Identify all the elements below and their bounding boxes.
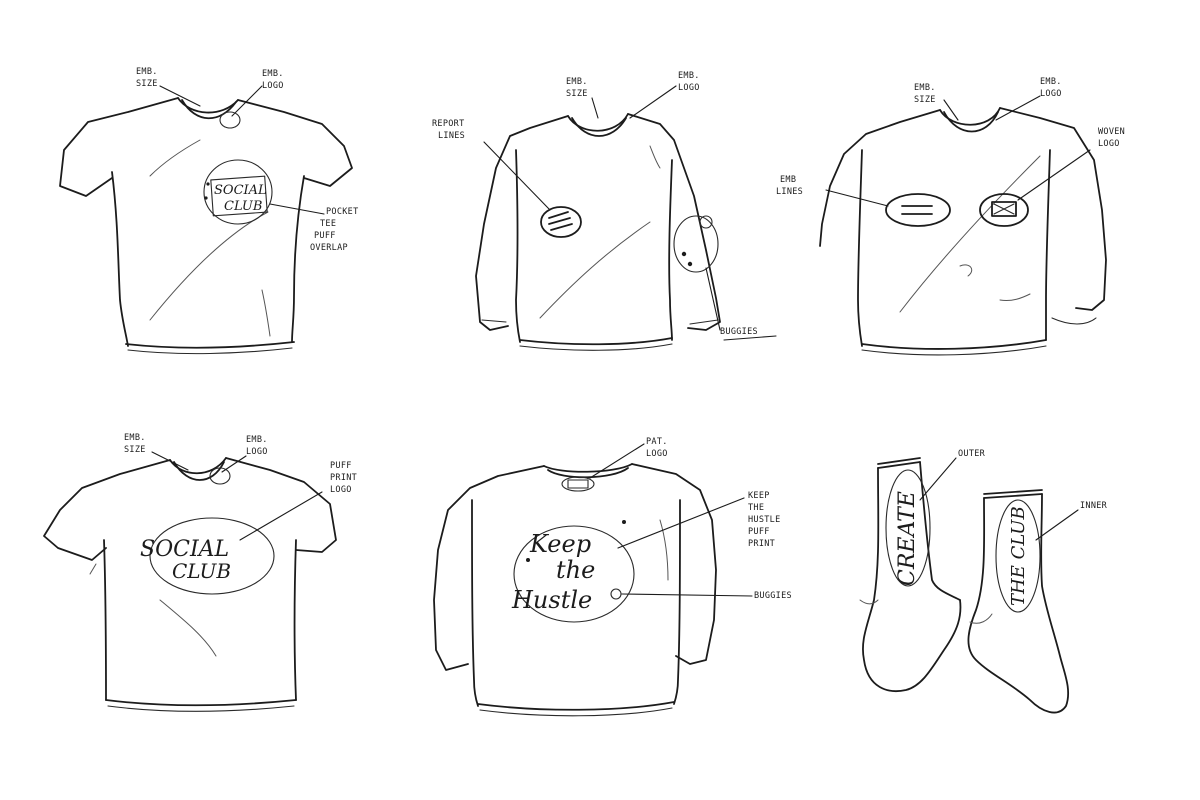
tee2-callout-emb-size-1: EMB. xyxy=(124,433,146,443)
tee1-callout-emb-size-2: SIZE xyxy=(136,79,158,89)
crew1-callout-emb-logo-1: EMB. xyxy=(1040,77,1062,87)
crew1-chest-prints xyxy=(886,194,1028,226)
crew1-callout-emb-lines-2: LINES xyxy=(776,187,803,197)
crew1-callout-emb-logo-2: LOGO xyxy=(1040,89,1062,99)
tee1-callout-pocket-3: PUFF xyxy=(314,231,336,241)
tee1-callout-pocket-2: TEE xyxy=(320,219,336,229)
ls1-callout-emb-size-1: EMB. xyxy=(566,77,588,87)
ls1-callout-emb-size-2: SIZE xyxy=(566,89,588,99)
crew2-callout-keep-2: THE xyxy=(748,503,764,513)
crew2-print-line3: Hustle xyxy=(511,586,592,614)
socks-print-right: THE CLUB xyxy=(1008,506,1029,606)
tee2-callout-emb-logo-1: EMB. xyxy=(246,435,268,445)
socks-print-left: CREATE xyxy=(895,491,920,586)
tee1-callout-emb-logo-2: LOGO xyxy=(262,81,284,91)
ls1-chest-print xyxy=(541,207,581,237)
tee2-callout-puff-print-3: LOGO xyxy=(330,485,352,495)
crew1-callout-woven-logo-1: WOVEN xyxy=(1098,127,1125,137)
ls1-callout-report-lines-2: LINES xyxy=(438,131,465,141)
sketch-tshirt-puff xyxy=(44,458,336,711)
tee1-callout-pocket-1: POCKET xyxy=(326,207,359,217)
crew2-chest-print: Keep the Hustle xyxy=(511,520,634,622)
tee2-callouts: EMB. SIZE EMB. LOGO PUFF PRINT LOGO xyxy=(124,433,357,540)
tee2-callout-emb-logo-2: LOGO xyxy=(246,447,268,457)
sketch-tshirt-pocket xyxy=(60,98,352,354)
tee2-callout-puff-print-1: PUFF xyxy=(330,461,352,471)
crew2-callout-keep-5: PRINT xyxy=(748,539,775,549)
socks-callout-inner: INNER xyxy=(1080,501,1108,511)
sketch-crewneck-woven xyxy=(820,108,1106,355)
tee2-callout-emb-size-2: SIZE xyxy=(124,445,146,455)
socks-callout-outer: OUTER xyxy=(958,449,986,459)
tee1-print-line2: CLUB xyxy=(224,199,262,214)
crew2-callout-buggies: BUGGIES xyxy=(754,591,792,601)
ls1-callout-buggies: BUGGIES xyxy=(720,327,758,337)
crew2-print-line1: Keep xyxy=(529,530,591,558)
crew2-callout-keep-4: PUFF xyxy=(748,527,770,537)
crew1-callout-woven-logo-2: LOGO xyxy=(1098,139,1120,149)
tee1-callout-emb-logo-1: EMB. xyxy=(262,69,284,79)
tee2-print-line2: CLUB xyxy=(172,559,231,583)
tee1-print-line1: SOCIAL xyxy=(214,183,267,198)
tee2-chest-print: SOCIAL CLUB xyxy=(140,518,274,594)
crew2-callout-keep-3: HUSTLE xyxy=(748,515,781,525)
tee1-callout-pocket-4: OVERLAP xyxy=(310,243,348,253)
sketch-longsleeve xyxy=(476,114,720,350)
ls1-callout-report-lines-1: REPORT xyxy=(432,119,465,129)
ls1-callouts: EMB. SIZE EMB. LOGO REPORT LINES BUGGIES xyxy=(432,71,776,340)
crew1-callout-emb-size-2: SIZE xyxy=(914,95,936,105)
crew1-callouts: EMB. SIZE EMB. LOGO EMB LINES WOVEN LOGO xyxy=(776,77,1125,206)
crew2-print-line2: the xyxy=(556,556,595,584)
ls1-callout-emb-logo-2: LOGO xyxy=(678,83,700,93)
tee1-pocket-print: SOCIAL CLUB xyxy=(204,160,272,224)
tee2-callout-puff-print-2: PRINT xyxy=(330,473,357,483)
crew1-callout-emb-lines-1: EMB xyxy=(780,175,796,185)
crew2-callouts: PAT. LOGO KEEP THE HUSTLE PUFF PRINT BUG… xyxy=(590,437,792,601)
tee1-callout-emb-size-1: EMB. xyxy=(136,67,158,77)
crew2-callout-pat-logo-2: LOGO xyxy=(646,449,668,459)
ls1-sleeve-detail xyxy=(674,216,718,272)
crew2-callout-keep-1: KEEP xyxy=(748,491,770,501)
ls1-callout-emb-logo-1: EMB. xyxy=(678,71,700,81)
crew2-callout-pat-logo-1: PAT. xyxy=(646,437,668,447)
crew1-callout-emb-size-1: EMB. xyxy=(914,83,936,93)
